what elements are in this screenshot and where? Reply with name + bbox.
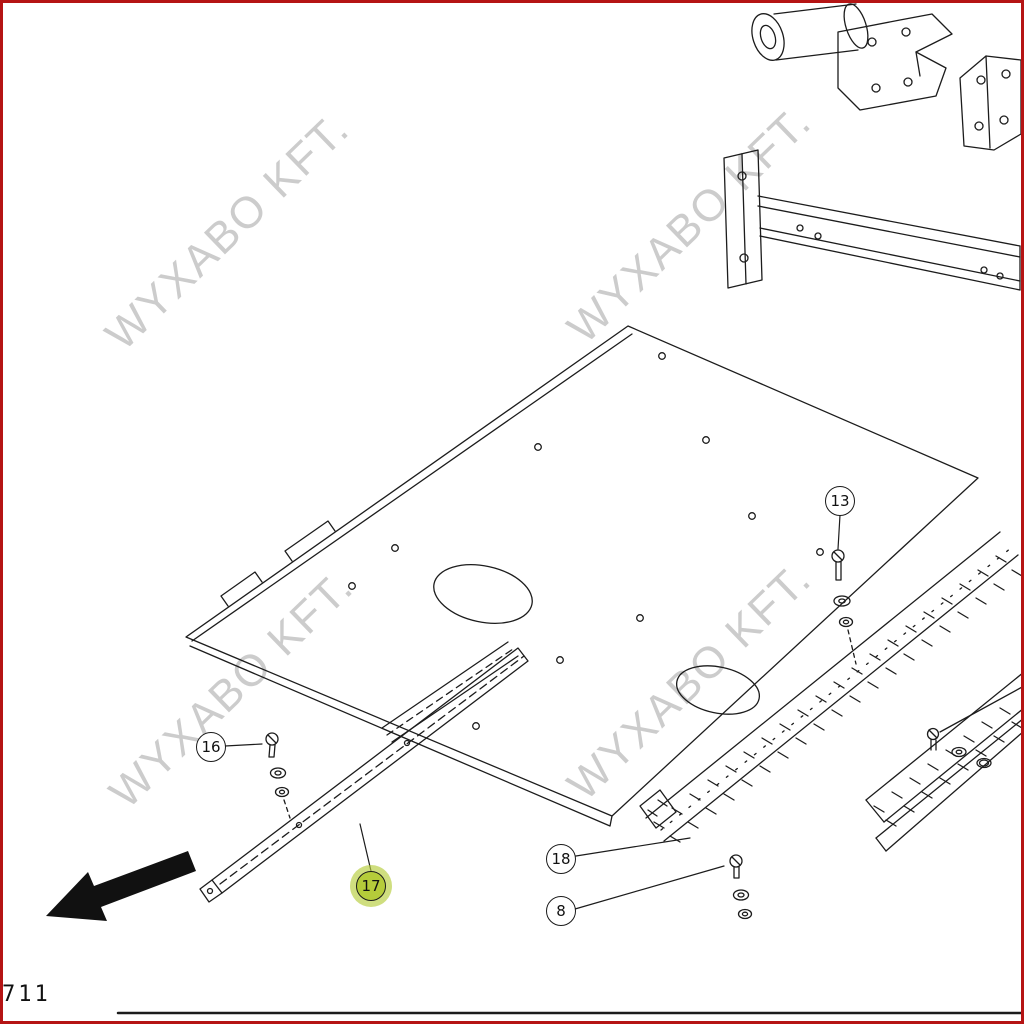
lower-right-rail [865, 671, 1024, 852]
fasteners-part-16 [265, 732, 291, 819]
panel-holes [348, 352, 824, 730]
fasteners-part-13 [831, 549, 857, 665]
fasteners-right [926, 685, 1024, 769]
support-beam [723, 149, 1021, 291]
fasteners-part-8 [729, 854, 753, 920]
page-code: 711 [2, 982, 51, 1007]
leader-lines [224, 514, 841, 910]
direction-arrow-icon [46, 851, 196, 921]
sill-strip-part-17 [199, 647, 529, 903]
callout-part-17-selected[interactable]: 17 [356, 871, 386, 901]
callout-part-8[interactable]: 8 [546, 896, 576, 926]
top-roller-part [751, 3, 869, 61]
callout-part-13[interactable]: 13 [825, 486, 855, 516]
hatched-rail [639, 531, 1024, 842]
callout-part-18[interactable]: 18 [546, 844, 576, 874]
callout-part-16[interactable]: 16 [196, 732, 226, 762]
mount-strip-outline [381, 641, 519, 743]
floor-panel [185, 325, 979, 827]
top-brackets [837, 13, 1022, 151]
